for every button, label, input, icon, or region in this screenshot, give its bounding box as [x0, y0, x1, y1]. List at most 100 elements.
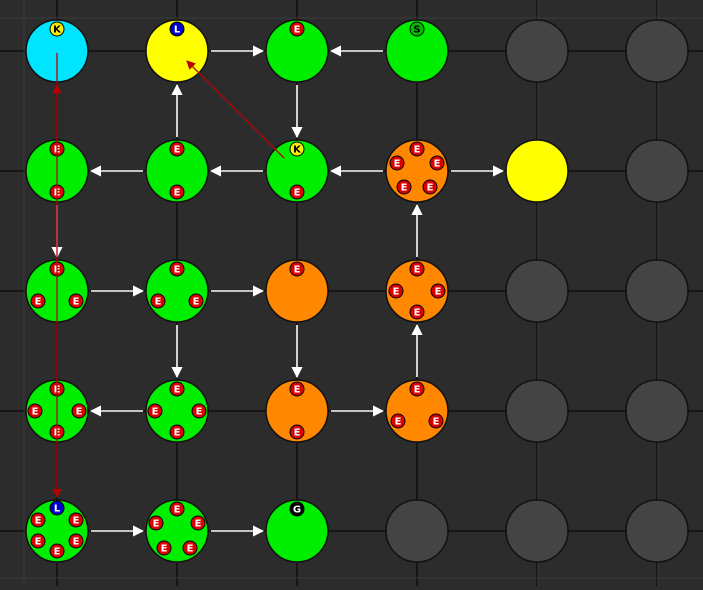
badge-circle [188, 293, 204, 309]
badge-label: E [414, 145, 421, 156]
badge-circle [30, 512, 46, 528]
badge-circle [191, 403, 207, 419]
badge-label: L [174, 25, 181, 36]
edge-arrow-red [186, 60, 285, 159]
enemy-marker: E [289, 381, 305, 397]
badge-label: E [195, 519, 202, 530]
badge-label: E [153, 519, 160, 530]
badge-label: E [294, 25, 301, 36]
node-dark-r1c5 [625, 139, 689, 203]
badge-label: E [73, 297, 80, 308]
node-circle [505, 499, 569, 563]
enemy-marker: E [422, 179, 438, 195]
badge-circle [409, 261, 425, 277]
enemy-marker: E [191, 403, 207, 419]
badge-circle [429, 155, 445, 171]
badge-circle [388, 283, 404, 299]
badge-circle [169, 501, 185, 517]
badge-label: E [294, 385, 301, 396]
enemy-marker: E [289, 261, 305, 277]
enemy-marker: E [409, 261, 425, 277]
badge-circle [27, 403, 43, 419]
enemy-marker: E [169, 141, 185, 157]
node-circle [265, 499, 329, 563]
enemy-marker: E [390, 413, 406, 429]
enemy-marker: E [428, 413, 444, 429]
badge-label: S [413, 25, 420, 36]
node-dark-r4c5 [625, 499, 689, 563]
badge-label: E [73, 537, 80, 548]
enemy-marker: E [409, 304, 425, 320]
enemy-marker: E [289, 184, 305, 200]
node-dark-r4c4 [505, 499, 569, 563]
badge-circle [289, 261, 305, 277]
enemy-marker: E [169, 501, 185, 517]
enemy-marker: E [169, 424, 185, 440]
enemy-marker: E [430, 283, 446, 299]
badge-label: E [174, 188, 181, 199]
badge-circle [71, 403, 87, 419]
enemy-marker: E [409, 141, 425, 157]
node-dark-r2c5 [625, 259, 689, 323]
enemy-marker: E [49, 543, 65, 559]
enemy-marker: E [169, 184, 185, 200]
badge-label: E [427, 183, 434, 194]
enemy-marker: E [71, 403, 87, 419]
badge-circle [68, 533, 84, 549]
badge-label: E [294, 428, 301, 439]
enemy-marker: E [396, 179, 412, 195]
badge-circle [396, 179, 412, 195]
enemy-marker: E [147, 403, 163, 419]
badge-circle [289, 381, 305, 397]
badge-label: E [152, 407, 159, 418]
badge-circle [169, 21, 185, 37]
badge-label: E [35, 516, 42, 527]
badge-circle [30, 293, 46, 309]
badge-circle [49, 21, 65, 37]
badge-circle [49, 543, 65, 559]
badge-label: E [32, 407, 39, 418]
enemy-marker: E [190, 515, 206, 531]
node-circle [625, 499, 689, 563]
enemy-marker: E [68, 512, 84, 528]
key-marker: K [49, 21, 65, 37]
badge-circle [390, 413, 406, 429]
badge-circle [182, 540, 198, 556]
badge-label: E [193, 297, 200, 308]
enemy-marker: E [156, 540, 172, 556]
badge-circle [289, 424, 305, 440]
start-marker: S [409, 21, 425, 37]
node-dark-r0c4 [505, 19, 569, 83]
badge-label: E [434, 159, 441, 170]
badge-circle [409, 141, 425, 157]
badge-label: E [393, 287, 400, 298]
badge-circle [430, 283, 446, 299]
node-green-r0c3: S [385, 19, 449, 83]
badge-label: E [161, 544, 168, 555]
nodes: KLESEEEEKEEEEEEEEEEEEEEEEEEEEEEEEEEEEEEL… [25, 19, 689, 563]
badge-circle [289, 141, 305, 157]
node-circle [625, 379, 689, 443]
node-dark-r0c5 [625, 19, 689, 83]
node-circle [505, 259, 569, 323]
badge-label: E [35, 297, 42, 308]
badge-circle [409, 381, 425, 397]
badge-label: E [294, 188, 301, 199]
node-dark-r4c3 [385, 499, 449, 563]
badge-circle [389, 155, 405, 171]
node-circle [145, 379, 209, 443]
badge-circle [289, 21, 305, 37]
badge-label: E [174, 385, 181, 396]
node-dark-r3c4 [505, 379, 569, 443]
node-circle [385, 499, 449, 563]
badge-label: E [54, 547, 61, 558]
node-orange-r2c2: E [265, 259, 329, 323]
node-green-r4c2: G [265, 499, 329, 563]
badge-label: E [414, 308, 421, 319]
node-circle [265, 379, 329, 443]
badge-label: E [414, 265, 421, 276]
enemy-marker: E [289, 21, 305, 37]
enemy-marker: E [182, 540, 198, 556]
